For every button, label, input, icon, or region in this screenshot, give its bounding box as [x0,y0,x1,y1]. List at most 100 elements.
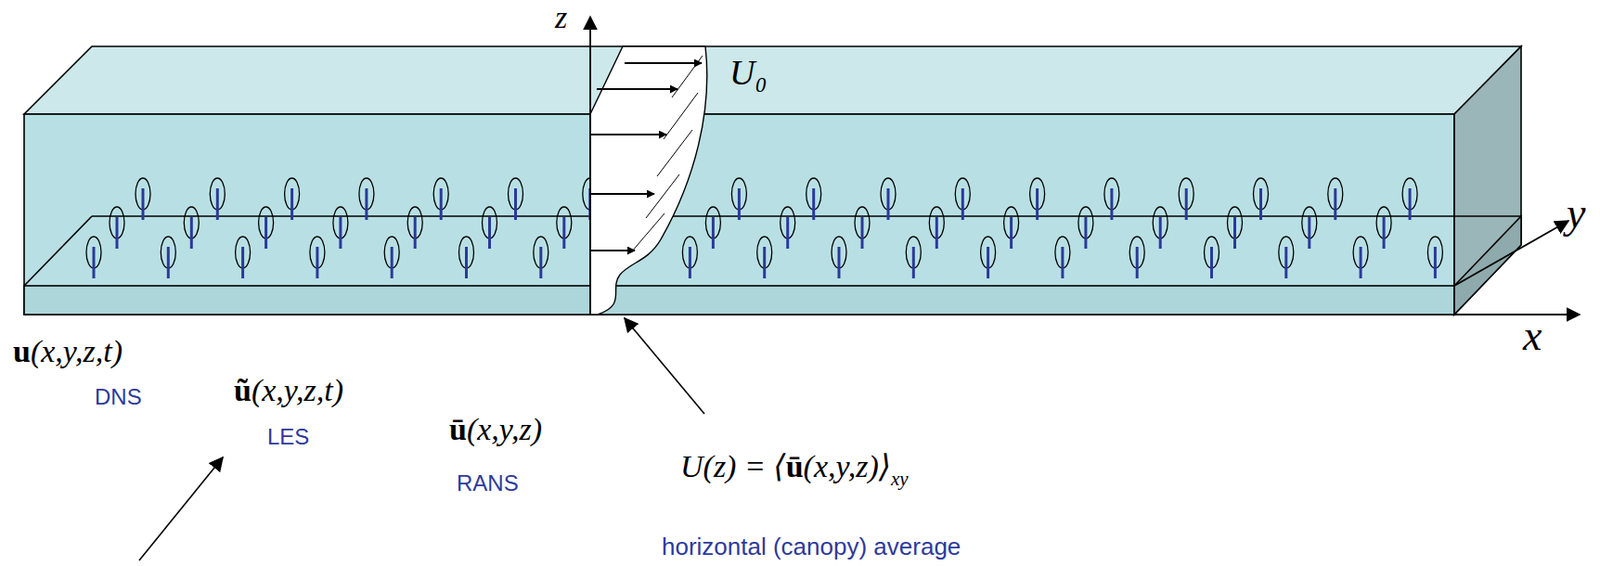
stem [338,217,342,249]
canopy-element [831,236,847,279]
canopy-element [433,178,449,220]
velocity-profile [590,46,708,315]
stem [1284,246,1288,279]
profile-hatching [631,55,703,253]
canopy-element [1204,236,1220,279]
canopy-element [1427,236,1443,279]
stem [413,217,417,249]
subscript: xy [890,467,909,491]
canopy-element [1328,178,1343,220]
stem [92,246,96,279]
canopy-elements [86,178,1443,279]
equation: U(z) = ⟨ū(x,y,z)⟩xy [680,449,909,491]
canopy-element [556,206,572,249]
stem [1135,246,1139,279]
hatch-line [663,92,698,140]
canopy-element [1353,236,1368,279]
canopy-element [109,206,125,249]
label-text: (x,y,z,t) [30,334,123,369]
floor-edge [24,216,92,286]
stem [1083,217,1087,249]
canopy-element [854,206,870,249]
canopy-element [482,206,498,249]
stem [1408,188,1412,220]
canopy-element [160,236,176,279]
canopy-element [731,178,747,220]
stem [861,217,865,249]
field-label: ū(x,y,z) [449,412,542,447]
stem [1382,217,1386,249]
method-label: LES [267,425,310,450]
canopy-element [459,236,475,279]
label-text: z [554,0,568,35]
canopy-element [384,236,400,279]
box-front-face [24,114,1455,315]
velocity-arrow [624,62,702,65]
label-text: (x,y,z) [466,412,542,447]
stem [912,246,916,279]
canopy-element [508,178,524,220]
stem [1359,246,1363,279]
method-label: DNS [94,385,142,410]
canopy-element [359,178,375,220]
y-axis [1454,220,1569,286]
stem [935,217,939,249]
stem [216,188,220,220]
method-label: RANS [456,471,519,496]
vector-symbol: ū [786,449,804,484]
canopy-element [905,236,921,279]
stem [688,246,692,279]
canopy-element [1078,206,1094,249]
stem [786,217,789,249]
canopy-element [1278,236,1294,279]
label-text: horizontal (canopy) average [661,532,961,561]
canopy-element [1152,206,1168,249]
field-label: ũ(x,y,z,t) [233,373,344,408]
velocity-arrows [590,63,702,251]
stem [241,246,245,279]
canopy-element [284,178,300,220]
stem [838,246,841,279]
canopy-element [209,178,225,220]
hatch-line [671,55,703,98]
box-right-face [1454,46,1522,315]
stem [290,188,294,220]
field-label: u(x,y,z,t) [12,334,123,369]
stem [190,217,194,249]
axis-label: y [1566,190,1586,238]
canopy-element [780,206,796,249]
canopy-element [929,206,944,249]
canopy-element [183,206,199,249]
stem [1035,188,1039,220]
label-text: U₀ [729,52,768,92]
floor-edge [91,215,1522,218]
stem [562,217,566,249]
canopy-element [235,236,251,279]
stem [315,246,319,279]
stem [812,188,815,220]
label-text: RANS [456,470,519,496]
vector-symbol: ū [449,412,467,447]
stem [264,217,268,249]
velocity-arrow [590,249,635,252]
canopy-element [757,236,773,279]
canopy-element [309,236,325,279]
box-top-face [24,46,1522,115]
caption-label: horizontal (canopy) average [661,533,961,561]
hatch-line [631,213,665,253]
hatch-line [645,174,680,219]
canopy-element [86,236,102,279]
velocity-arrow [596,88,678,91]
stem [539,246,542,279]
stem [1333,188,1337,220]
canopy-element [135,178,151,220]
stem [887,188,891,220]
leader-arrow [624,318,705,414]
label-text: DNS [94,384,142,410]
canopy-element [1302,206,1317,249]
canopy-element [1402,178,1418,220]
velocity-arrow [590,133,667,136]
label-text: LES [267,424,310,450]
label-text: (x,y,z,t) [251,373,344,408]
canopy-element [682,236,697,279]
